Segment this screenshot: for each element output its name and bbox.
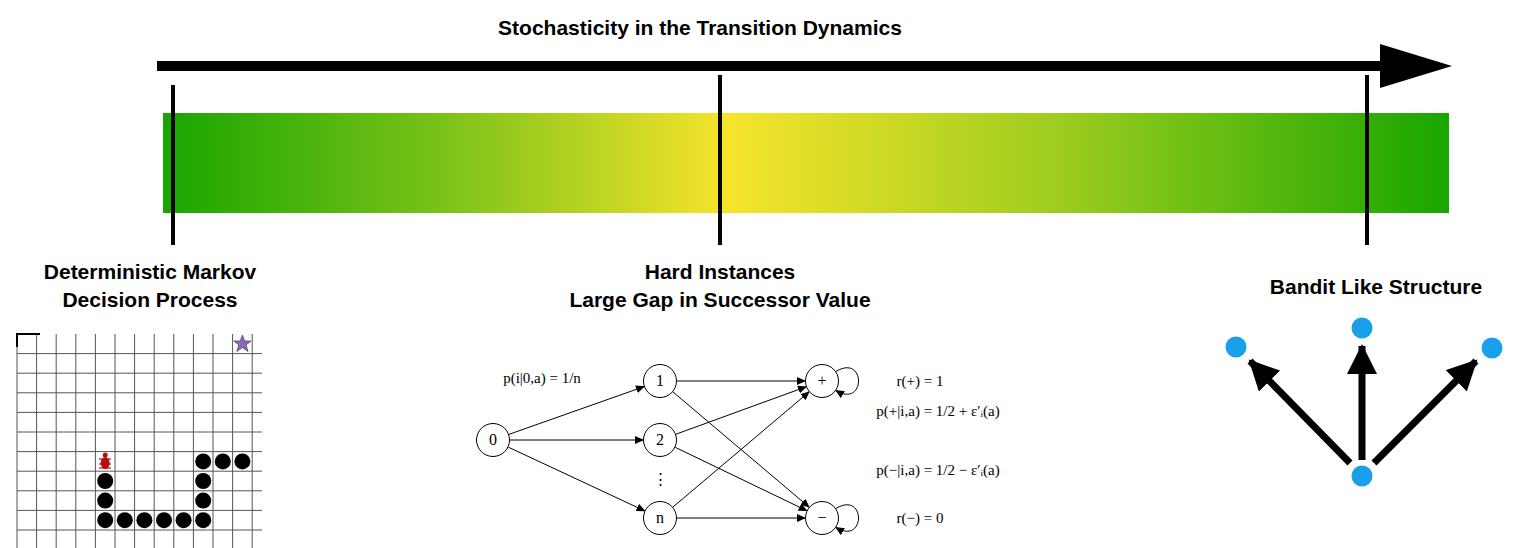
reward-label: r(+) = 1	[895, 373, 946, 390]
transition-arrow	[508, 447, 644, 511]
self-loop	[836, 505, 859, 532]
state-name: 0	[489, 431, 497, 449]
transition-arrow	[509, 387, 644, 435]
state-name: 1	[656, 372, 664, 390]
state-circle: 2	[643, 423, 677, 457]
transition-arrow	[675, 447, 806, 510]
state-circle: n	[643, 501, 677, 535]
stage-label: Deterministic Markov Decision Process	[0, 258, 300, 314]
state-circle: 1	[643, 364, 677, 398]
transition-arrow	[673, 392, 809, 507]
state-name: 2	[656, 431, 664, 449]
probability-label: p(−|i,a) = 1/2 − ε′ᵢ(a)	[874, 462, 1001, 479]
stage-label: Bandit Like Structure	[1270, 273, 1482, 301]
axis-head	[1380, 44, 1452, 88]
goal-star	[234, 335, 251, 352]
gradient-bar	[163, 113, 1449, 213]
transition-arrow	[673, 392, 809, 507]
state-name: −	[817, 509, 826, 527]
transition-arrow	[510, 440, 643, 441]
wall-dots	[97, 453, 250, 528]
grid-world	[17, 334, 262, 548]
state-name: n	[656, 509, 664, 527]
state-name: +	[817, 372, 826, 390]
ellipsis: ⋮	[651, 470, 670, 488]
grid-corner	[17, 334, 40, 347]
probability-label: p(+|i,a) = 1/2 + ε′ᵢ(a)	[874, 403, 1001, 420]
axis-shaft	[157, 61, 1385, 71]
self-loop	[836, 368, 859, 395]
bandit-arrows	[1250, 346, 1476, 463]
state-circle: 0	[476, 423, 510, 457]
axis-title: Stochasticity in the Transition Dynamics	[498, 14, 902, 42]
stage-label: Large Gap in Successor Value	[569, 286, 870, 314]
probability-label: p(i|0,a) = 1/n	[501, 370, 583, 387]
tick	[718, 75, 722, 245]
tick	[171, 85, 175, 245]
stage-label: Hard Instances	[645, 258, 796, 286]
agent-bug	[99, 453, 111, 470]
state-circle: −	[805, 501, 839, 535]
reward-label: r(−) = 0	[895, 510, 946, 527]
transition-arrow	[677, 381, 805, 382]
tick	[1365, 75, 1369, 245]
bandit-dots	[1226, 318, 1503, 487]
state-circle: +	[805, 364, 839, 398]
transition-arrow	[677, 518, 805, 519]
